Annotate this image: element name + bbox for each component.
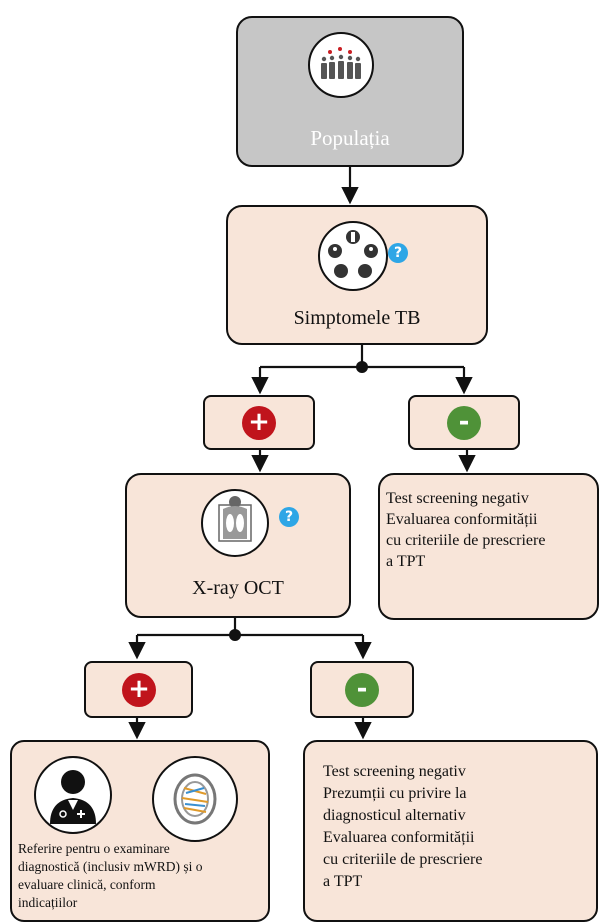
referral-line: Referire pentru o examinare [18,841,170,856]
doctor-icon [34,756,112,834]
xray-negative-box: - [310,661,414,718]
dna-icon [152,756,238,842]
symptoms-negative-box: - [408,395,520,450]
minus-icon: - [345,673,379,707]
outcome-line: Evaluarea conformității [386,511,538,528]
outcome-line: Prezumții cu privire la [323,785,467,802]
outcome-line: Evaluarea conformității [323,829,475,846]
referral-box: Referire pentru o examinare diagnostică … [10,740,270,922]
xray-label: X-ray OCT [192,577,284,599]
branch-dot-symptoms [356,361,368,373]
outcome-line: diagnosticul alternativ [323,807,466,824]
symptoms-label: Simptomele TB [293,307,421,329]
referral-line: indicațiilor [18,895,78,910]
plus-icon: + [122,673,156,707]
referral-line: diagnostică (inclusiv mWRD) și o [18,859,203,874]
symptoms-negative-outcome: Test screening negativ Evaluarea conform… [378,473,599,620]
minus-icon: - [447,406,481,440]
question-icon: ? [388,243,408,263]
outcome-line: cu criteriile de prescriere [386,532,546,549]
xray-icon [201,489,269,557]
xray-positive-box: + [84,661,193,718]
symptoms-box: ? Simptomele TB [226,205,488,345]
symptoms-positive-box: + [203,395,315,450]
outcome-line: cu criteriile de prescriere [323,851,483,868]
referral-line: evaluare clinică, conform [18,877,156,892]
population-box: Populația [236,16,464,167]
crowd-icon [308,32,374,98]
symptoms-icon [318,221,388,291]
outcome-line: Test screening negativ [323,763,466,780]
population-label: Populația [310,126,390,150]
plus-icon: + [242,406,276,440]
outcome-line: a TPT [386,553,426,570]
branch-dot-xray [229,629,241,641]
question-icon: ? [279,507,299,527]
xray-negative-outcome: Test screening negativ Prezumții cu priv… [303,740,598,922]
outcome-line: Test screening negativ [386,490,529,507]
xray-box: ? X-ray OCT [125,473,351,618]
outcome-line: a TPT [323,873,363,890]
